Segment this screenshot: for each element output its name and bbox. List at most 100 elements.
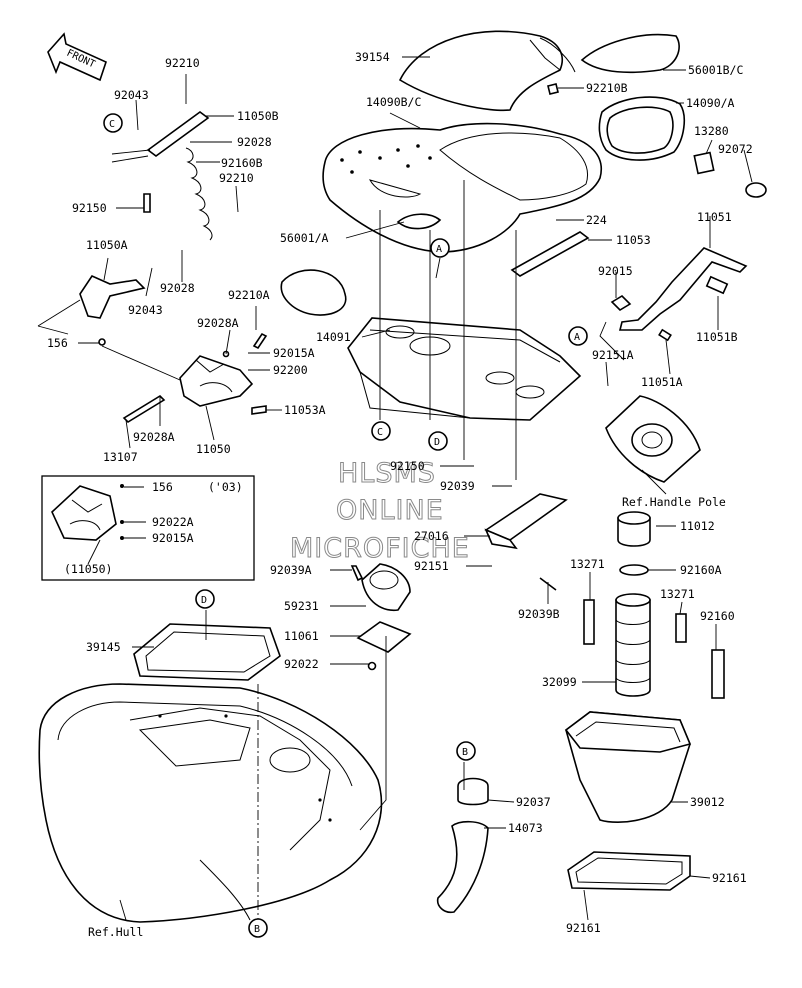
watermark-line-3: MICROFICHE: [290, 533, 470, 564]
label-92028-top: 92028: [237, 135, 272, 149]
label-92043-top: 92043: [114, 88, 149, 102]
label-14090bc: 14090B/C: [366, 95, 421, 109]
label-11050: 11050: [196, 442, 231, 456]
watermark-line-1: HLSMS: [338, 458, 436, 489]
backrest-pad: [598, 96, 686, 161]
label-92028-mid: 92028: [160, 281, 195, 295]
strip-13271-a: [583, 599, 595, 645]
label-11051a: 11051A: [641, 375, 683, 389]
label-11061: 11061: [284, 629, 319, 643]
side-cushion: [280, 269, 347, 316]
label-92039a: 92039A: [270, 563, 312, 577]
hose-14073: [436, 820, 489, 914]
seat-latch-mechanism: [79, 111, 268, 424]
plate-11061: [356, 621, 412, 653]
label-92022: 92022: [284, 657, 319, 671]
front-arrow: FRONT: [47, 32, 107, 82]
strip-13271-b: [675, 613, 687, 643]
storage-bucket: [564, 711, 692, 823]
label-56001a: 56001/A: [280, 231, 329, 245]
hull: [38, 683, 383, 923]
label-11053a: 11053A: [284, 403, 326, 417]
label-92043-mid: 92043: [128, 303, 163, 317]
label-59231: 59231: [284, 599, 319, 613]
leader-lines: [37, 56, 753, 921]
label-14073: 14073: [508, 821, 543, 835]
label-92028a-top: 92028A: [197, 316, 239, 330]
o-ring-92160A: [619, 564, 649, 576]
bolt-92210B: [547, 83, 559, 95]
label-14091: 14091: [316, 330, 351, 344]
label-92022a: 92022A: [152, 515, 194, 529]
label-39154: 39154: [355, 50, 390, 64]
label-92072: 92072: [718, 142, 753, 156]
part-labels: 92210 92043 11050B 92028 92160B 92210 92…: [47, 50, 753, 939]
label-14090a: 14090/A: [686, 96, 735, 110]
label-92151a: 92151A: [592, 348, 634, 362]
vent-59231: [361, 563, 411, 611]
label-ref-handle-pole: Ref.Handle Pole: [622, 495, 726, 509]
label-156-left: 156: [47, 336, 68, 350]
label-92150-left: 92150: [72, 201, 107, 215]
label-32099: 32099: [542, 675, 577, 689]
clamp-92072: [745, 182, 767, 198]
handle-pole-boot: [605, 395, 701, 483]
screw-92039A: [350, 565, 364, 582]
pipe-32099: [615, 593, 651, 697]
callout-b-2: B: [254, 924, 260, 935]
clip-13280: [693, 151, 715, 175]
cushion-pad: [396, 213, 442, 230]
callout-d-2: D: [201, 595, 207, 606]
watermark: HLSMS ONLINE MICROFICHE: [290, 458, 470, 565]
label-92210-mid: 92210: [219, 171, 254, 185]
label-13271-a: 13271: [570, 557, 605, 571]
callout-c-2: C: [377, 427, 383, 438]
label-92161-bot: 92161: [566, 921, 601, 935]
callout-b-1: B: [462, 747, 468, 758]
callout-c-1: C: [109, 119, 115, 130]
callout-a-1: A: [436, 244, 442, 255]
label-92200: 92200: [273, 363, 308, 377]
seat-base: [322, 122, 602, 253]
label-92160a: 92160A: [680, 563, 722, 577]
label-13280: 13280: [694, 124, 729, 138]
label-92210b: 92210B: [586, 81, 628, 95]
label-ref-hull: Ref.Hull: [88, 925, 143, 939]
watermark-line-2: ONLINE: [336, 495, 444, 526]
label-92039: 92039: [440, 479, 475, 493]
label-92160b: 92160B: [221, 156, 263, 170]
label-11050-inset: (11050): [64, 562, 112, 576]
label-92151: 92151: [414, 559, 449, 573]
gasket-92161: [567, 851, 691, 891]
seal-92160: [711, 649, 725, 699]
nut-92015: [610, 294, 632, 312]
label-11051b: 11051B: [696, 330, 738, 344]
label-92028a-bot: 92028A: [133, 430, 175, 444]
label-92161-right: 92161: [712, 871, 747, 885]
inset-caption: ('03): [208, 480, 243, 494]
label-11053: 11053: [616, 233, 651, 247]
label-39145: 39145: [86, 640, 121, 654]
label-92039b: 92039B: [518, 607, 560, 621]
label-13271-b: 13271: [660, 587, 695, 601]
label-13107: 13107: [103, 450, 138, 464]
label-92160: 92160: [700, 609, 735, 623]
cap-11012: [617, 511, 651, 547]
label-224: 224: [586, 213, 607, 227]
label-11012: 11012: [680, 519, 715, 533]
nut-92022: [367, 661, 377, 671]
label-92210-top: 92210: [165, 56, 200, 70]
label-39012: 39012: [690, 795, 725, 809]
inset-2003: [41, 475, 255, 581]
pole-bar-27016: [484, 493, 568, 541]
bracket-11053: [510, 231, 590, 277]
handle-bracket: [618, 247, 748, 342]
label-92015a-inset: 92015A: [152, 531, 194, 545]
label-92037: 92037: [516, 795, 551, 809]
label-11051: 11051: [697, 210, 732, 224]
label-92015: 92015: [598, 264, 633, 278]
label-11050a: 11050A: [86, 238, 128, 252]
label-92150-mid: 92150: [390, 459, 425, 473]
